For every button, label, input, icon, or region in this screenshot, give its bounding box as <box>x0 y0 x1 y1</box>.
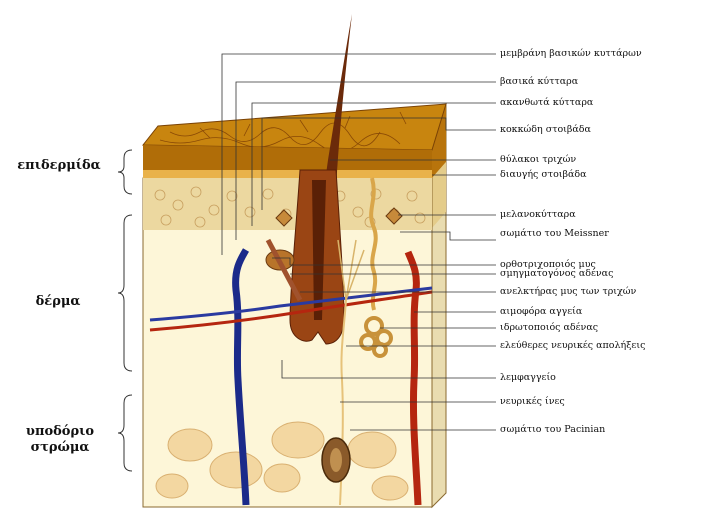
pacinian-core <box>330 448 342 472</box>
label-basal-cells: βασικά κύτταρα <box>500 76 578 87</box>
label-granular-layer: κοκκώδη στοιβάδα <box>500 124 591 135</box>
label-melanocytes: μελανοκύτταρα <box>500 209 576 220</box>
label-blood-vessels: αιμοφόρα αγγεία <box>500 306 582 317</box>
label-pacinian: σωμάτιο του Pacinian <box>500 424 605 435</box>
layer-brackets <box>118 150 132 471</box>
label-basement-membrane: μεμβράνη βασικών κυττάρων <box>500 48 642 59</box>
layer-label-dermis: δέρμα <box>8 294 108 310</box>
label-free-nerve-endings: ελεύθερες νευρικές απολήξεις <box>500 340 645 351</box>
label-hair-follicles: θύλακοι τριχών <box>500 154 576 165</box>
stratum-corneum-top <box>143 104 446 150</box>
layer-label-hypodermis: υποδόριο στρώμα <box>10 424 110 456</box>
clear-layer <box>143 170 432 178</box>
layer-label-hypodermis-line1: υποδόριο <box>10 424 110 440</box>
label-nerve-fibers: νευρικές ίνες <box>500 396 565 407</box>
label-arrector-pili: ανελκτήρας μυς των τριχών <box>500 286 636 297</box>
label-clear-layer: διαυγής στοιβάδα <box>500 169 587 180</box>
label-sebaceous-gland: σμηγματογόνος αδένας <box>500 268 613 279</box>
label-spinous-cells: ακανθωτά κύτταρα <box>500 97 593 108</box>
layer-label-hypodermis-line2: στρώμα <box>10 440 110 456</box>
label-meissner: σωμάτιο του Meissner <box>500 228 609 239</box>
label-lymph-vessel: λεμφαγγείο <box>500 372 556 383</box>
layer-label-epidermis: επιδερμίδα <box>4 158 114 174</box>
block-right-face <box>432 104 446 507</box>
label-sweat-gland: ιδρωτοποιός αδένας <box>500 322 598 333</box>
